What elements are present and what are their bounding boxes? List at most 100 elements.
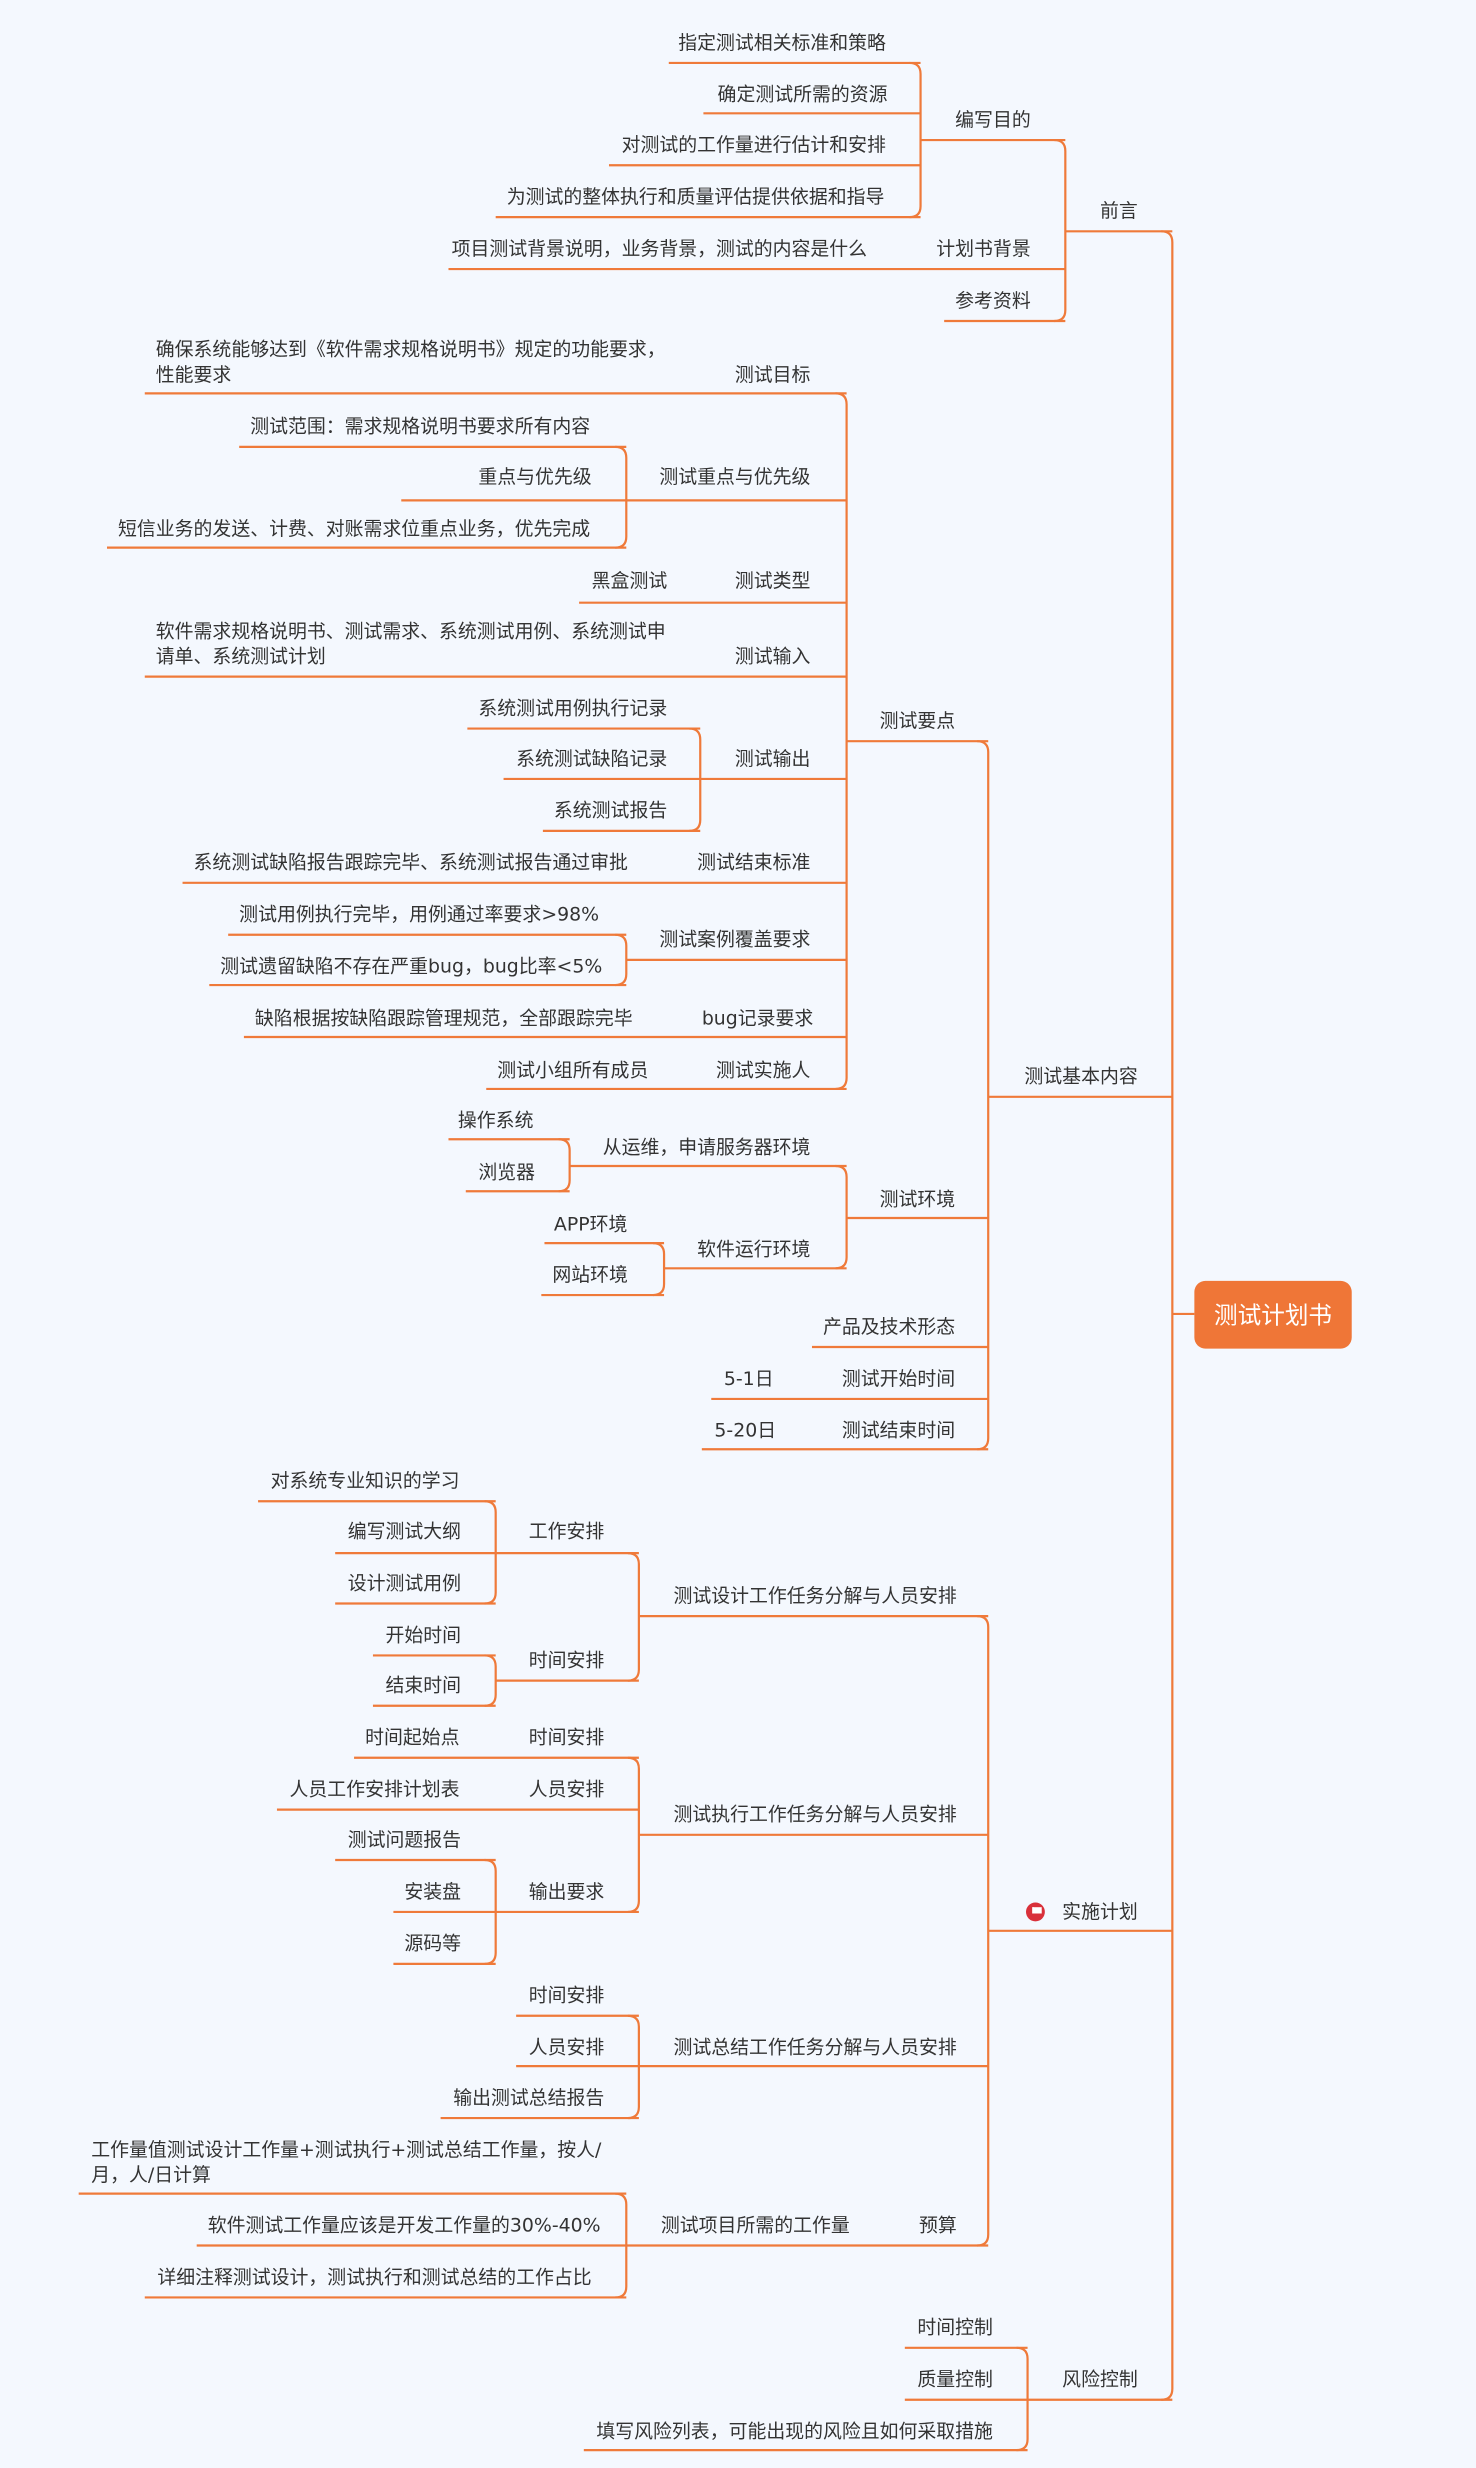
topic-preface-background-detail[interactable]: 项目测试背景说明，业务背景，测试的内容是什么 [451, 237, 868, 260]
topic-basics-keypoints-output-items-1[interactable]: 系统测试缺陷记录 [516, 747, 668, 770]
branch-connector [835, 392, 848, 1091]
topic-plan-budget-workload-label[interactable]: 测试项目所需的工作量 [660, 2214, 850, 2237]
topic-basics-env-runtime-items-0[interactable]: APP环境 [553, 1213, 628, 1236]
topic-line: 软件需求规格说明书、测试需求、系统测试用例、系统测试申 [155, 619, 666, 643]
topic-plan-exec-output-items-2[interactable]: 源码等 [404, 1932, 462, 1955]
topic-risk-items-1[interactable]: 质量控制 [917, 2368, 993, 2391]
topic-preface-purpose-items-0[interactable]: 指定测试相关标准和策略 [678, 31, 886, 54]
topic-plan-exec-time-value[interactable]: 时间起始点 [365, 1726, 460, 1749]
topic-preface-references[interactable]: 参考资料 [955, 289, 1031, 312]
topic-risk-items-0[interactable]: 时间控制 [917, 2316, 993, 2339]
topic-plan-design-work-items-0[interactable]: 对系统专业知识的学习 [270, 1469, 460, 1492]
topic-basics-keypoints-bug-label[interactable]: bug记录要求 [701, 1007, 814, 1030]
topic-basics-keypoints-focus-scope[interactable]: 测试范围：需求规格说明书要求所有内容 [250, 415, 591, 438]
topic-plan-summary-items-1[interactable]: 人员安排 [528, 2036, 605, 2059]
branch-connector [484, 1500, 497, 1605]
topic-basics-keypoints-output-items-2[interactable]: 系统测试报告 [553, 799, 668, 822]
topic-basics-keypoints-type-label[interactable]: 测试类型 [734, 569, 811, 592]
topic-basics-keypoints-output-items-0[interactable]: 系统测试用例执行记录 [478, 697, 668, 720]
topic-plan-design-work-label[interactable]: 工作安排 [528, 1520, 605, 1543]
topic-basics-start-value[interactable]: 5-1日 [723, 1367, 774, 1390]
topic-plan-design-label[interactable]: 测试设计工作任务分解与人员安排 [673, 1584, 957, 1607]
topic-plan-exec-output-items-0[interactable]: 测试问题报告 [347, 1828, 462, 1851]
branch-connector [615, 445, 628, 549]
topic-preface-purpose-label[interactable]: 编写目的 [955, 108, 1031, 131]
topic-preface-background-label[interactable]: 计划书背景 [936, 237, 1031, 260]
topic-basics-keypoints-exit-label[interactable]: 测试结束标准 [697, 851, 811, 874]
topic-basics-keypoints-coverage-items-0[interactable]: 测试用例执行完毕，用例通过率要求>98% [239, 903, 600, 926]
topic-basics-keypoints-focus-sms[interactable]: 短信业务的发送、计费、对账需求位重点业务，优先完成 [118, 517, 591, 540]
topic-plan-budget-workload-items-1[interactable]: 软件测试工作量应该是开发工作量的30%-40% [207, 2214, 601, 2237]
topic-basics-keypoints-exit-value[interactable]: 系统测试缺陷报告跟踪完毕、系统测试报告通过审批 [193, 851, 628, 874]
topic-line: 性能要求 [155, 363, 232, 386]
branch-connector [627, 2014, 640, 2120]
topic-basics-keypoints-input-label[interactable]: 测试输入 [734, 645, 811, 668]
topic-line: 确保系统能够达到《软件需求规格说明书》规定的功能要求， [155, 338, 666, 361]
topic-basics-keypoints-input-detail[interactable]: 软件需求规格说明书、测试需求、系统测试用例、系统测试申请单、系统测试计划 [156, 618, 666, 668]
topic-risk-label[interactable]: 风险控制 [1062, 2368, 1138, 2391]
topic-plan-summary-items-0[interactable]: 时间安排 [528, 1984, 605, 2007]
topic-basics-env-server-label[interactable]: 从运维，申请服务器环境 [602, 1136, 811, 1159]
topic-basics-env-runtime-label[interactable]: 软件运行环境 [697, 1238, 811, 1261]
topic-basics-env-server-items-0[interactable]: 操作系统 [457, 1109, 534, 1132]
topic-plan-exec-output-items-1[interactable]: 安装盘 [404, 1880, 462, 1903]
branch-connector [977, 740, 990, 1451]
branch-connector [484, 1654, 497, 1707]
topic-basics-keypoints-focus-priority[interactable]: 重点与优先级 [478, 465, 592, 488]
branch-connector [1161, 230, 1174, 2401]
topic-plan-design-time-label[interactable]: 时间安排 [528, 1649, 605, 1672]
branch-connector [652, 1242, 666, 1297]
topic-plan-exec-time-label[interactable]: 时间安排 [528, 1726, 605, 1749]
topic-basics-keypoints-label[interactable]: 测试要点 [879, 709, 956, 732]
topic-plan-exec-label[interactable]: 测试执行工作任务分解与人员安排 [673, 1803, 957, 1826]
topic-plan-label[interactable]: 实施计划 [1062, 1900, 1138, 1923]
topic-preface-purpose-items-2[interactable]: 对测试的工作量进行估计和安排 [621, 133, 886, 156]
topic-basics-keypoints-staff-label[interactable]: 测试实施人 [715, 1059, 811, 1082]
topic-basics-keypoints-type-value[interactable]: 黑盒测试 [591, 569, 668, 592]
topic-risk-items-2[interactable]: 填写风险列表，可能出现的风险且如何采取措施 [596, 2420, 993, 2443]
topic-plan-summary-items-2[interactable]: 输出测试总结报告 [453, 2086, 605, 2109]
topic-basics-keypoints-staff-value[interactable]: 测试小组所有成员 [497, 1059, 649, 1082]
topic-plan-budget-label[interactable]: 预算 [918, 2214, 957, 2237]
topic-basics-keypoints-bug-value[interactable]: 缺陷根据按缺陷跟踪管理规范，全部跟踪完毕 [254, 1007, 633, 1030]
topic-plan-budget-workload-items-0[interactable]: 工作量值测试设计工作量+测试执行+测试总结工作量，按人/月，人/日计算 [91, 2137, 601, 2187]
topic-basics-end-label[interactable]: 测试结束时间 [841, 1419, 956, 1442]
topic-preface-purpose-items-3[interactable]: 为测试的整体执行和质量评估提供依据和指导 [506, 185, 885, 208]
topic-basics-keypoints-focus-label[interactable]: 测试重点与优先级 [659, 465, 811, 488]
topic-line: 月，人/日计算 [91, 2163, 211, 2186]
topic-line: 请单、系统测试计划 [155, 645, 326, 668]
branch-connector [909, 61, 922, 219]
branch-connector [689, 727, 702, 832]
root-topic[interactable]: 测试计划书 [1194, 1280, 1352, 1349]
topic-basics-start-label[interactable]: 测试开始时间 [841, 1367, 956, 1390]
flag-icon [1025, 1902, 1045, 1922]
branch-connector [615, 2192, 628, 2299]
topic-basics-keypoints-goal-label[interactable]: 测试目标 [734, 363, 811, 386]
topic-preface-label[interactable]: 前言 [1099, 199, 1138, 222]
topic-plan-design-work-items-1[interactable]: 编写测试大纲 [347, 1520, 462, 1543]
topic-plan-design-time-items-1[interactable]: 结束时间 [385, 1674, 462, 1697]
topic-basics-keypoints-output-label[interactable]: 测试输出 [734, 747, 811, 770]
topic-preface-purpose-items-1[interactable]: 确定测试所需的资源 [717, 83, 888, 106]
topic-plan-exec-staff-value[interactable]: 人员工作安排计划表 [289, 1778, 460, 1801]
branch-connector [1054, 138, 1067, 323]
topic-basics-product[interactable]: 产品及技术形态 [822, 1315, 956, 1338]
topic-plan-budget-workload-items-2[interactable]: 详细注释测试设计，测试执行和测试总结的工作占比 [157, 2265, 592, 2289]
topic-basics-keypoints-coverage-items-1[interactable]: 测试遗留缺陷不存在严重bug，bug比率<5% [220, 955, 603, 978]
topic-plan-design-time-items-0[interactable]: 开始时间 [385, 1623, 462, 1646]
topic-basics-env-runtime-items-1[interactable]: 网站环境 [552, 1263, 628, 1286]
topic-basics-label[interactable]: 测试基本内容 [1024, 1065, 1138, 1088]
branch-connector [627, 1552, 640, 1682]
topic-plan-design-work-items-2[interactable]: 设计测试用例 [347, 1572, 462, 1595]
topic-plan-exec-output-label[interactable]: 输出要求 [528, 1880, 605, 1903]
topic-basics-env-label[interactable]: 测试环境 [879, 1188, 956, 1211]
topic-basics-keypoints-goal-detail[interactable]: 确保系统能够达到《软件需求规格说明书》规定的功能要求，性能要求 [156, 337, 666, 387]
branch-connector [835, 1164, 848, 1270]
topic-basics-end-value[interactable]: 5-20日 [714, 1419, 777, 1442]
topic-plan-exec-staff-label[interactable]: 人员安排 [528, 1778, 605, 1801]
topic-basics-keypoints-coverage-label[interactable]: 测试案例覆盖要求 [659, 928, 811, 951]
topic-plan-summary-label[interactable]: 测试总结工作任务分解与人员安排 [673, 2036, 957, 2059]
topic-basics-env-server-items-1[interactable]: 浏览器 [478, 1161, 536, 1184]
